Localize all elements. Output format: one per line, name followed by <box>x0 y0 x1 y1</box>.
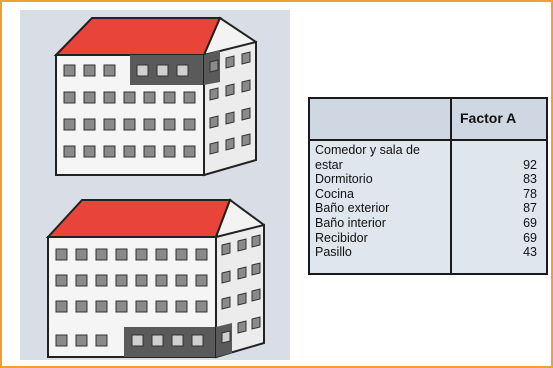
factor-value: 43 <box>523 245 537 260</box>
factor-value: 69 <box>523 230 537 245</box>
factor-value: 69 <box>523 215 537 230</box>
upper-building-svg <box>53 16 257 177</box>
table-row: Recibidor 69 <box>313 231 543 246</box>
column-divider <box>450 99 452 273</box>
room-label: Pasillo <box>315 245 352 260</box>
table-row: Baño exterior 87 <box>313 201 543 216</box>
table-row: Baño interior 69 <box>313 216 543 231</box>
table-header <box>310 99 546 141</box>
lower-building-icon <box>20 185 290 360</box>
roof-icon <box>45 199 232 238</box>
roof-icon <box>53 17 222 56</box>
room-label: Cocina <box>315 186 354 201</box>
room-label: Comedor y sala de estar <box>315 143 420 172</box>
table-row: Dormitorio 83 <box>313 172 543 187</box>
room-label: Baño exterior <box>315 201 390 216</box>
factor-value: 78 <box>523 186 537 201</box>
factor-a-header: Factor A <box>460 110 517 126</box>
table-row: Comedor y sala de estar 92 <box>313 143 543 172</box>
factor-value: 83 <box>523 172 537 187</box>
factor-a-table: Factor A Comedor y sala de estar 92 Dorm… <box>308 97 548 275</box>
lower-building-svg <box>45 198 265 359</box>
table-row: Cocina 78 <box>313 187 543 202</box>
room-label: Baño interior <box>315 215 386 230</box>
table-body: Comedor y sala de estar 92 Dormitorio 83… <box>313 143 543 260</box>
upper-building-icon <box>20 10 290 185</box>
building-illustrations <box>20 10 290 360</box>
table-row: Pasillo 43 <box>313 245 543 260</box>
factor-value: 87 <box>523 201 537 216</box>
room-label: Recibidor <box>315 230 368 245</box>
factor-value: 92 <box>523 157 537 172</box>
room-label: Dormitorio <box>315 172 373 187</box>
